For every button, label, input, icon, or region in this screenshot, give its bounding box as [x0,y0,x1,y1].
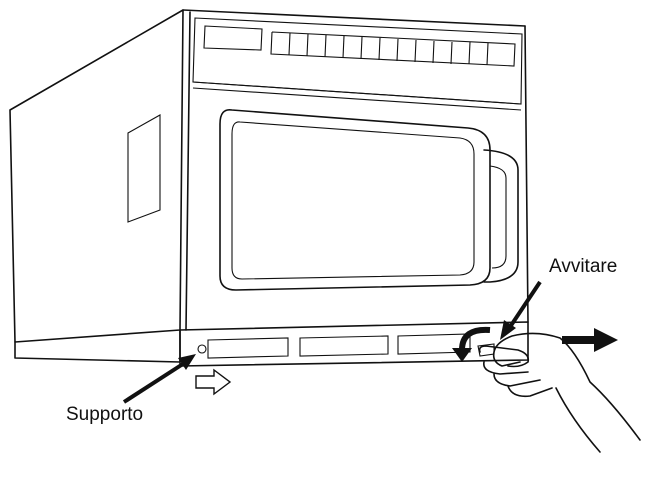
microwave-oven [9,9,529,367]
side-vent [127,114,161,223]
panel-divider [192,81,522,105]
door-window [231,121,475,280]
supporto-pointer [122,354,196,404]
side-panel [9,9,184,343]
avvitare-pointer [500,280,542,340]
right-edge [524,25,529,323]
door-handle [483,149,519,283]
right-arrow-icon [562,328,618,352]
avvitare-label: Avvitare [549,256,618,277]
outline-right-arrow-icon [195,368,232,396]
top-edge [182,9,526,27]
front-left-edge [185,11,191,331]
hand-illustration [477,332,641,453]
keypad-buttons [270,31,516,67]
display-window [203,25,263,51]
support-screw [197,344,207,354]
door-handle-inner [489,165,507,269]
base-side [14,329,181,363]
panel-divider-2 [192,87,522,111]
curved-arrow-icon [452,326,491,362]
strip-segment-2 [299,335,389,357]
strip-segment-3 [397,333,471,355]
strip-segment-1 [207,337,289,359]
door-frame [219,108,491,291]
supporto-label: Supporto [66,404,144,425]
